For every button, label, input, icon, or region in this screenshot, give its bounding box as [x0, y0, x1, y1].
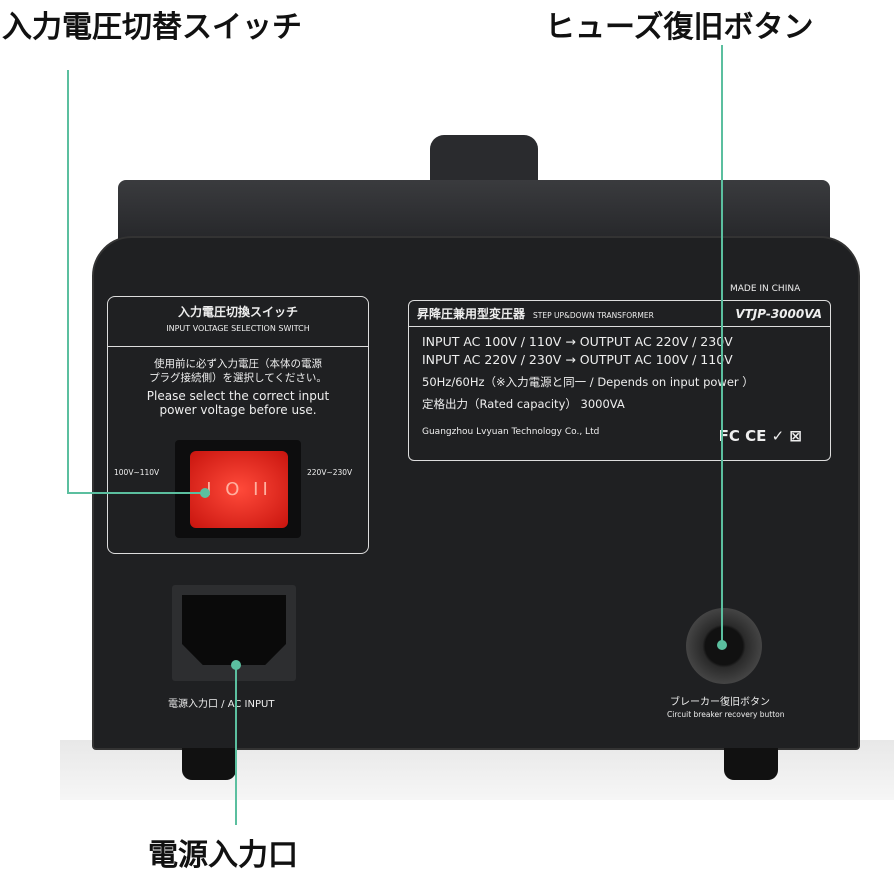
- foot-left: [182, 748, 236, 780]
- right-voltage-label: 220V~230V: [307, 468, 353, 477]
- breaker-caption-en: Circuit breaker recovery button: [667, 710, 785, 719]
- annotation-line: [235, 665, 237, 825]
- foot-right: [724, 748, 778, 780]
- breaker-caption-jp: ブレーカー復旧ボタン: [670, 697, 770, 708]
- annotation-dot: [200, 488, 210, 498]
- left-voltage-label: 100V~110V: [114, 468, 160, 477]
- switch-annotation-title: 入力電圧切替スイッチ: [2, 10, 302, 45]
- certification-icons: FC CE ✓ ⊠: [718, 427, 802, 445]
- note-jp-1: 使用前に必ず入力電圧（本体の電源: [154, 358, 322, 370]
- ac-inlet-socket[interactable]: [182, 595, 286, 665]
- annotation-line: [721, 45, 723, 645]
- annotation-line: [67, 492, 207, 494]
- made-in-label: MADE IN CHINA: [730, 284, 801, 294]
- spec-row: INPUT AC 220V / 230V → OUTPUT AC 100V / …: [422, 352, 733, 367]
- spec-row: 50Hz/60Hz（※入力電源と同一 / Depends on input po…: [422, 375, 754, 389]
- transformer-top: [118, 180, 830, 240]
- label-title-jp: 昇降圧兼用型変圧器: [417, 307, 526, 321]
- note-en-1: Please select the correct input: [146, 389, 330, 403]
- rating-label: 昇降圧兼用型変圧器 STEP UP&DOWN TRANSFORMER VTJP-30…: [408, 300, 831, 461]
- inlet-annotation-title: 電源入力口: [148, 838, 298, 873]
- model-number: VTJP-3000VA: [735, 307, 822, 321]
- label-title-en: STEP UP&DOWN TRANSFORMER: [533, 311, 654, 320]
- voltage-switch-panel: 入力電圧切換スイッチ INPUT VOLTAGE SELECTION SWITC…: [107, 296, 369, 554]
- note-en-2: power voltage before use.: [159, 403, 317, 417]
- note-jp-2: プラグ接続側）を選択してください。: [149, 372, 327, 384]
- annotation-dot: [717, 640, 727, 650]
- annotation-line: [67, 70, 69, 494]
- fuse-annotation-title: ヒューズ復旧ボタン: [545, 10, 814, 45]
- inlet-caption: 電源入力口 / AC INPUT: [168, 699, 275, 710]
- annotation-dot: [231, 660, 241, 670]
- spec-row: 定格出力（Rated capacity） 3000VA: [422, 397, 625, 411]
- company-name: Guangzhou Lvyuan Technology Co., Ltd: [422, 427, 600, 437]
- panel-title-jp: 入力電圧切換スイッチ: [177, 305, 298, 319]
- spec-row: INPUT AC 100V / 110V → OUTPUT AC 220V / …: [422, 334, 733, 349]
- panel-title-en: INPUT VOLTAGE SELECTION SWITCH: [166, 324, 310, 333]
